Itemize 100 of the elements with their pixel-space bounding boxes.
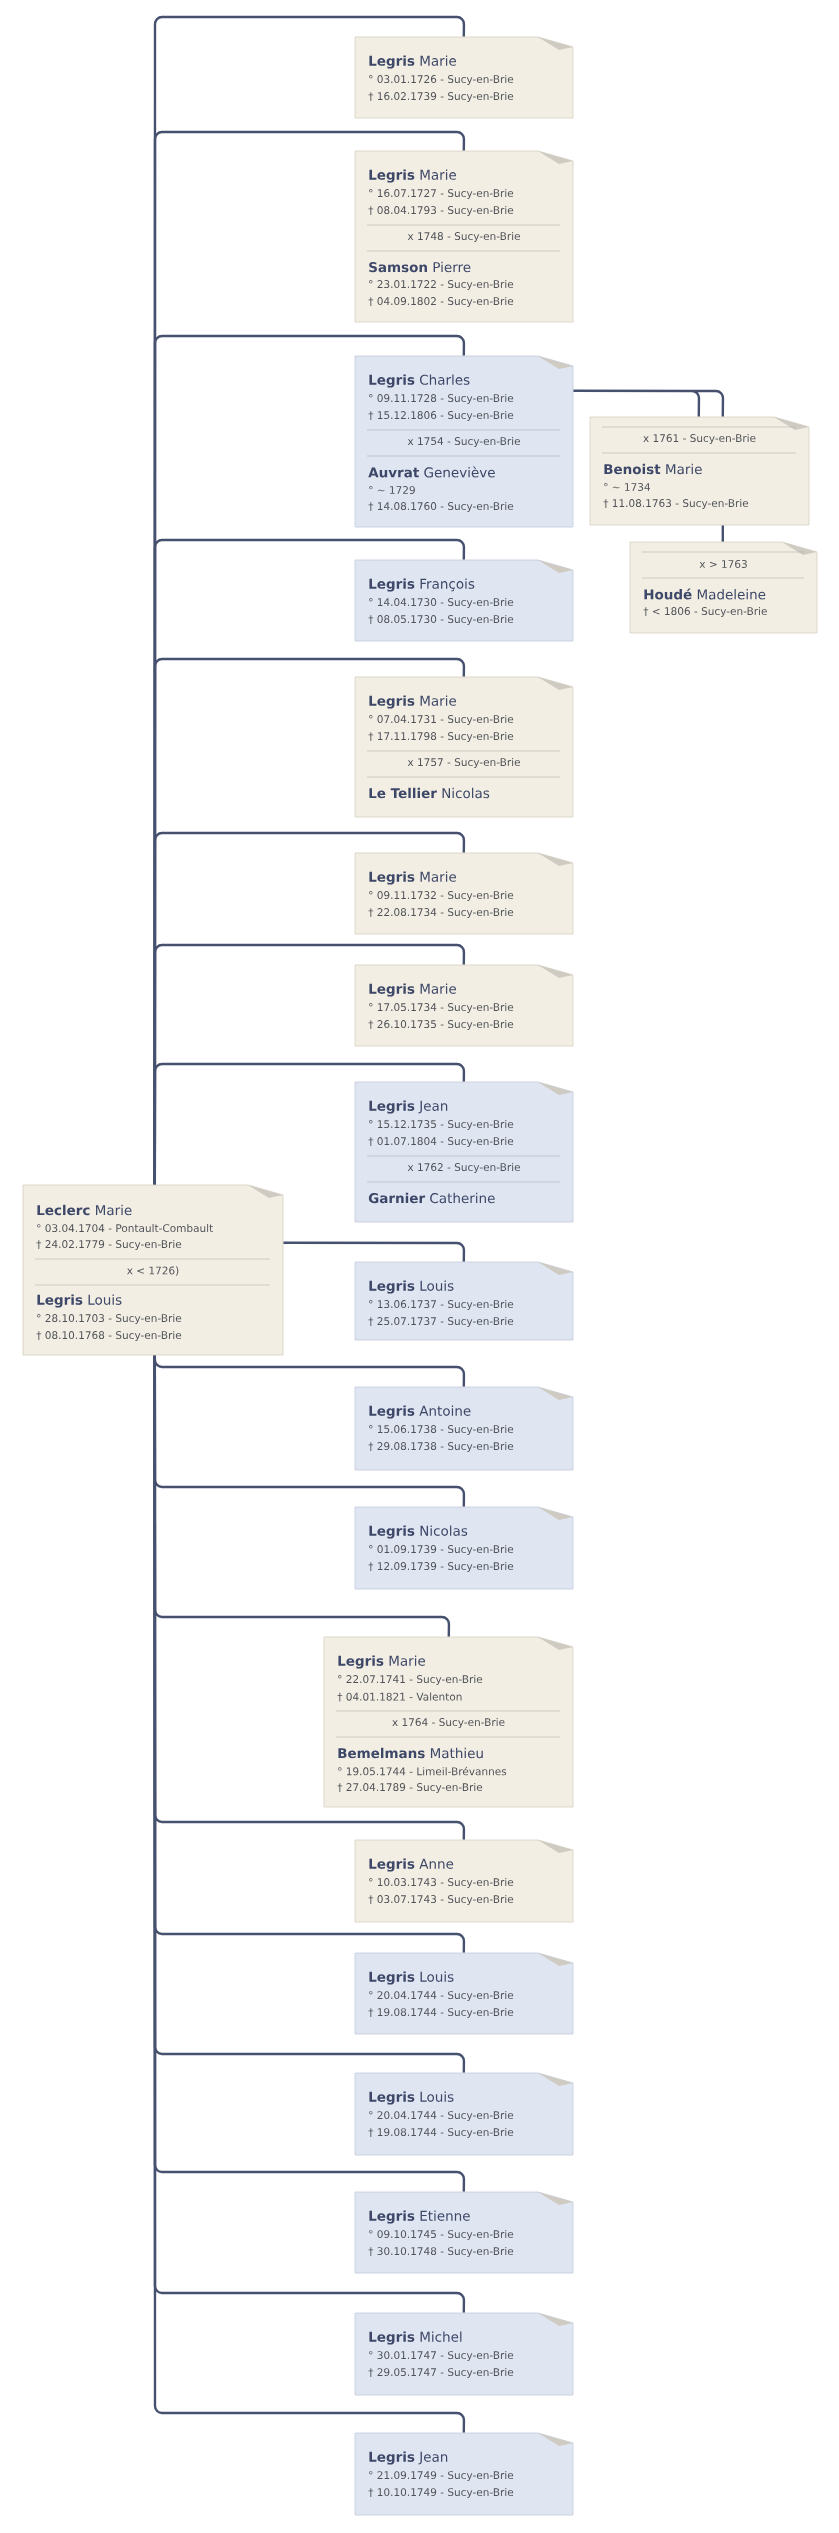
date-line: † 17.11.1798 - Sucy-en-Brie <box>368 731 514 743</box>
person-name: Legris François <box>369 578 475 592</box>
date-line: ° ~ 1734 <box>604 483 651 491</box>
person-card <box>354 1952 574 2035</box>
person-name: Legris Marie <box>338 1655 426 1669</box>
person-name: Samson Pierre <box>369 261 471 273</box>
person-name: Legris Charles <box>369 374 470 388</box>
date-line: ° 03.04.1704 - Pontault-Combault <box>37 1223 213 1233</box>
person-card <box>354 1081 574 1223</box>
date-line: † 27.04.1789 - Sucy-en-Brie <box>337 1782 483 1794</box>
person-name: Legris Louis <box>37 1294 122 1308</box>
person-name: Legris Michel <box>369 2331 462 2345</box>
person-name: Legris Jean <box>369 1100 448 1114</box>
date-line: ° 10.03.1743 - Sucy-en-Brie <box>369 1877 514 1889</box>
date-line: ° 09.10.1745 - Sucy-en-Brie <box>369 2229 514 2241</box>
date-line: ° 07.04.1731 - Sucy-en-Brie <box>369 714 514 726</box>
person-name: Legris Nicolas <box>369 1525 468 1539</box>
date-line: ° 15.12.1735 - Sucy-en-Brie <box>369 1119 514 1131</box>
marriage-line: x 1757 - Sucy-en-Brie <box>407 757 520 769</box>
person-card <box>354 355 574 528</box>
person-name: Le Tellier Nicolas <box>369 787 490 799</box>
person-name: Legris Marie <box>369 695 457 709</box>
date-line: † 12.09.1739 - Sucy-en-Brie <box>368 1561 514 1573</box>
date-line: † 10.10.1749 - Sucy-en-Brie <box>368 2487 514 2499</box>
person-name: Bemelmans Mathieu <box>338 1747 483 1759</box>
marriage-line: x 1764 - Sucy-en-Brie <box>392 1717 505 1729</box>
person-card <box>589 416 810 526</box>
date-line: † 03.07.1743 - Sucy-en-Brie <box>368 1894 514 1906</box>
date-line: † 14.08.1760 - Sucy-en-Brie <box>368 501 514 513</box>
date-line: ° 13.06.1737 - Sucy-en-Brie <box>369 1299 514 1311</box>
person-name: Legris Anne <box>369 1858 454 1872</box>
date-line: ° 23.01.1722 - Sucy-en-Brie <box>369 279 514 291</box>
date-line: † 22.08.1734 - Sucy-en-Brie <box>368 907 514 919</box>
person-name: Legris Marie <box>369 983 457 997</box>
date-line: ° 21.09.1749 - Sucy-en-Brie <box>369 2470 514 2482</box>
date-line: ° 14.04.1730 - Sucy-en-Brie <box>369 597 514 609</box>
date-line: ° 22.07.1741 - Sucy-en-Brie <box>338 1674 483 1686</box>
date-line: † 26.10.1735 - Sucy-en-Brie <box>368 1019 514 1031</box>
date-line: ° 19.05.1744 - Limeil-Brévannes <box>338 1766 507 1776</box>
date-line: ° 15.06.1738 - Sucy-en-Brie <box>369 1424 514 1436</box>
date-line: ° 17.05.1734 - Sucy-en-Brie <box>369 1002 514 1014</box>
person-card <box>354 852 574 935</box>
date-line: † 19.08.1744 - Sucy-en-Brie <box>368 2127 514 2139</box>
person-card <box>354 1261 574 1341</box>
date-line: † 04.01.1821 - Valenton <box>337 1692 462 1702</box>
date-line: † 25.07.1737 - Sucy-en-Brie <box>368 1316 514 1328</box>
date-line: † 30.10.1748 - Sucy-en-Brie <box>368 2246 514 2258</box>
date-line: ° 20.04.1744 - Sucy-en-Brie <box>369 2110 514 2122</box>
person-card <box>354 150 574 323</box>
person-card <box>354 964 574 1047</box>
person-name: Legris Louis <box>369 1280 454 1294</box>
date-line: † 29.08.1738 - Sucy-en-Brie <box>368 1441 514 1453</box>
date-line: ° 28.10.1703 - Sucy-en-Brie <box>37 1313 182 1325</box>
date-line: † 29.05.1747 - Sucy-en-Brie <box>368 2367 514 2379</box>
date-line: † 08.05.1730 - Sucy-en-Brie <box>368 614 514 626</box>
person-card <box>354 1839 574 1923</box>
person-name: Legris Marie <box>369 55 457 69</box>
person-name: Houdé Madeleine <box>644 588 766 600</box>
date-line: ° ~ 1729 <box>369 486 415 494</box>
person-name: Legris Marie <box>369 871 457 885</box>
date-line: ° 01.09.1739 - Sucy-en-Brie <box>369 1544 514 1556</box>
person-card <box>354 2191 574 2274</box>
marriage-line: x 1761 - Sucy-en-Brie <box>643 433 756 445</box>
date-line: ° 03.01.1726 - Sucy-en-Brie <box>369 74 514 86</box>
date-line: † 16.02.1739 - Sucy-en-Brie <box>368 91 514 103</box>
date-line: † 04.09.1802 - Sucy-en-Brie <box>368 296 514 308</box>
person-name: Legris Antoine <box>369 1405 471 1419</box>
person-name: Leclerc Marie <box>37 1204 132 1216</box>
date-line: † 19.08.1744 - Sucy-en-Brie <box>368 2007 514 2019</box>
date-line: † 24.02.1779 - Sucy-en-Brie <box>36 1239 182 1251</box>
date-line: † 08.10.1768 - Sucy-en-Brie <box>36 1330 182 1342</box>
person-name: Legris Louis <box>369 2091 454 2105</box>
person-card <box>22 1184 284 1356</box>
date-line: ° 30.01.1747 - Sucy-en-Brie <box>369 2350 514 2362</box>
connector-line <box>283 1241 466 1262</box>
person-card <box>354 559 574 642</box>
marriage-line: x > 1763 <box>699 560 747 568</box>
person-card <box>354 2312 574 2396</box>
connector-line <box>572 389 725 418</box>
marriage-line: x 1762 - Sucy-en-Brie <box>407 1162 520 1174</box>
person-name: Legris Louis <box>369 1971 454 1985</box>
person-name: Legris Marie <box>369 169 457 183</box>
person-name: Auvrat Geneviève <box>368 466 495 478</box>
person-name: Legris Etienne <box>369 2210 470 2224</box>
date-line: † < 1806 - Sucy-en-Brie <box>643 606 767 618</box>
date-line: † 01.07.1804 - Sucy-en-Brie <box>368 1136 514 1148</box>
date-line: ° 09.11.1732 - Sucy-en-Brie <box>369 890 514 902</box>
person-card <box>629 541 818 634</box>
person-card <box>354 1386 574 1471</box>
date-line: † 15.12.1806 - Sucy-en-Brie <box>368 410 514 422</box>
date-line: ° 09.11.1728 - Sucy-en-Brie <box>369 393 514 405</box>
person-card <box>323 1636 574 1808</box>
person-name: Benoist Marie <box>604 463 702 475</box>
date-line: ° 16.07.1727 - Sucy-en-Brie <box>369 188 514 200</box>
person-card <box>354 2432 574 2516</box>
person-card <box>354 1506 574 1590</box>
marriage-line: x 1754 - Sucy-en-Brie <box>407 436 520 448</box>
date-line: ° 20.04.1744 - Sucy-en-Brie <box>369 1990 514 2002</box>
person-card <box>354 676 574 818</box>
marriage-line: x 1748 - Sucy-en-Brie <box>407 231 520 243</box>
